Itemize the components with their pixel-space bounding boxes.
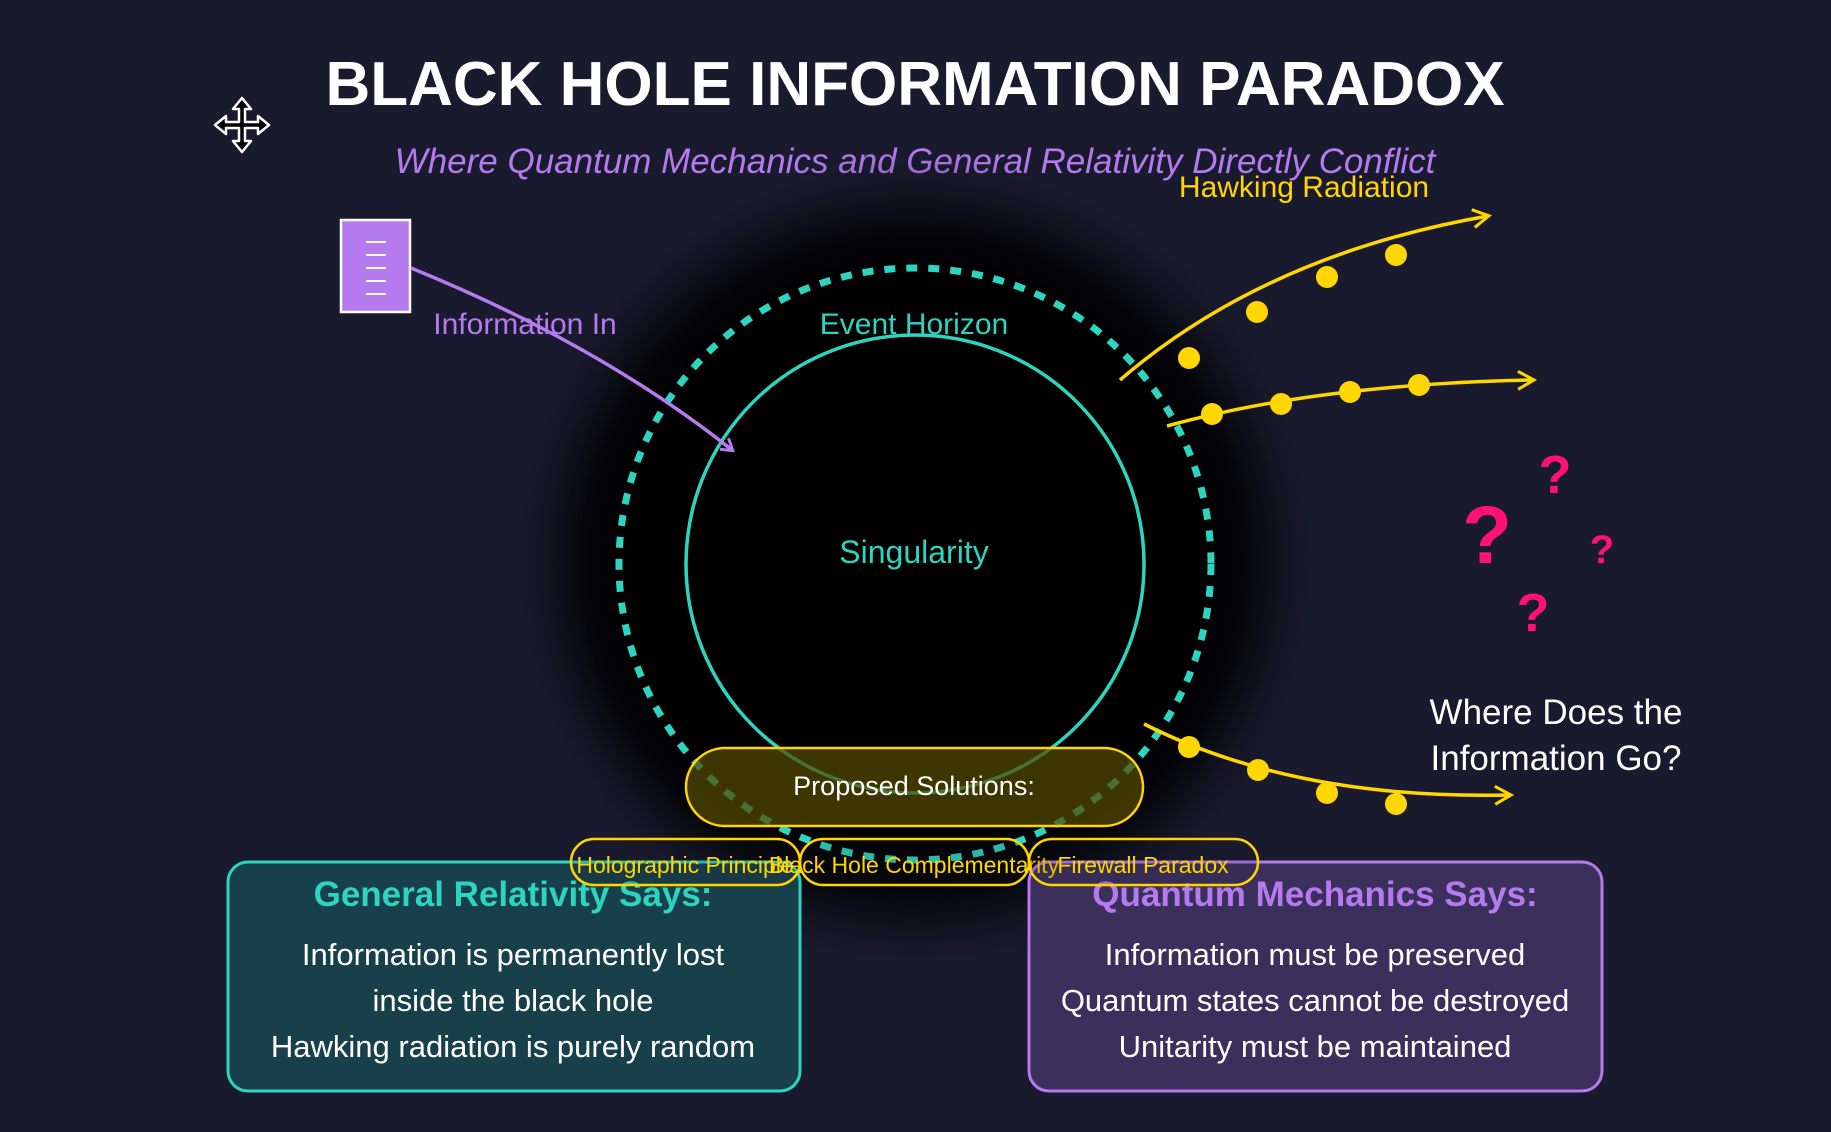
page-title: BLACK HOLE INFORMATION PARADOX bbox=[325, 50, 1504, 119]
quantum-mechanics-line: Information must be preserved bbox=[1105, 937, 1525, 972]
solution-pill-firewall[interactable]: Firewall Paradox bbox=[1027, 837, 1260, 887]
event-horizon-label: Event Horizon bbox=[820, 308, 1008, 341]
question-text-line1: Where Does the bbox=[1430, 693, 1683, 732]
move-cursor-icon[interactable] bbox=[213, 96, 271, 154]
question-mark-right: ? bbox=[1590, 528, 1614, 572]
general-relativity-line: Information is permanently lost bbox=[302, 937, 725, 972]
radiation-stream-upper bbox=[1118, 216, 1488, 382]
document-icon bbox=[339, 218, 412, 314]
proposed-solutions-heading: Proposed Solutions: bbox=[793, 771, 1035, 801]
general-relativity-line: Hawking radiation is purely random bbox=[271, 1029, 755, 1064]
information-in-arrow bbox=[410, 266, 732, 450]
solution-label: Black Hole Complementarity bbox=[769, 852, 1060, 878]
question-mark-large: ? bbox=[1462, 490, 1512, 581]
general-relativity-line: inside the black hole bbox=[373, 983, 654, 1018]
event-horizon-ring bbox=[615, 264, 1215, 864]
quantum-mechanics-title: Quantum Mechanics Says: bbox=[1092, 875, 1537, 914]
general-relativity-title: General Relativity Says: bbox=[314, 875, 713, 914]
solution-label: Holographic Principle bbox=[576, 852, 793, 878]
proposed-solutions-box: Proposed Solutions: bbox=[684, 746, 1145, 828]
quantum-mechanics-panel: Quantum Mechanics Says: Information must… bbox=[1027, 860, 1604, 1093]
quantum-mechanics-line: Unitarity must be maintained bbox=[1119, 1029, 1512, 1064]
singularity-label: Singularity bbox=[839, 534, 988, 570]
question-text-line2: Information Go? bbox=[1431, 739, 1682, 778]
solution-pill-holographic[interactable]: Holographic Principle bbox=[569, 837, 802, 887]
radiation-particles bbox=[1178, 244, 1430, 815]
solution-label: Firewall Paradox bbox=[1057, 852, 1229, 878]
information-in-label: Information In bbox=[433, 308, 616, 341]
question-mark-top: ? bbox=[1539, 445, 1572, 505]
solution-pill-complementarity[interactable]: Black Hole Complementarity bbox=[769, 837, 1060, 887]
hawking-radiation-label: Hawking Radiation bbox=[1179, 171, 1429, 204]
question-mark-bottom: ? bbox=[1517, 583, 1550, 643]
general-relativity-panel: General Relativity Says: Information is … bbox=[226, 860, 802, 1093]
quantum-mechanics-line: Quantum states cannot be destroyed bbox=[1061, 983, 1569, 1018]
